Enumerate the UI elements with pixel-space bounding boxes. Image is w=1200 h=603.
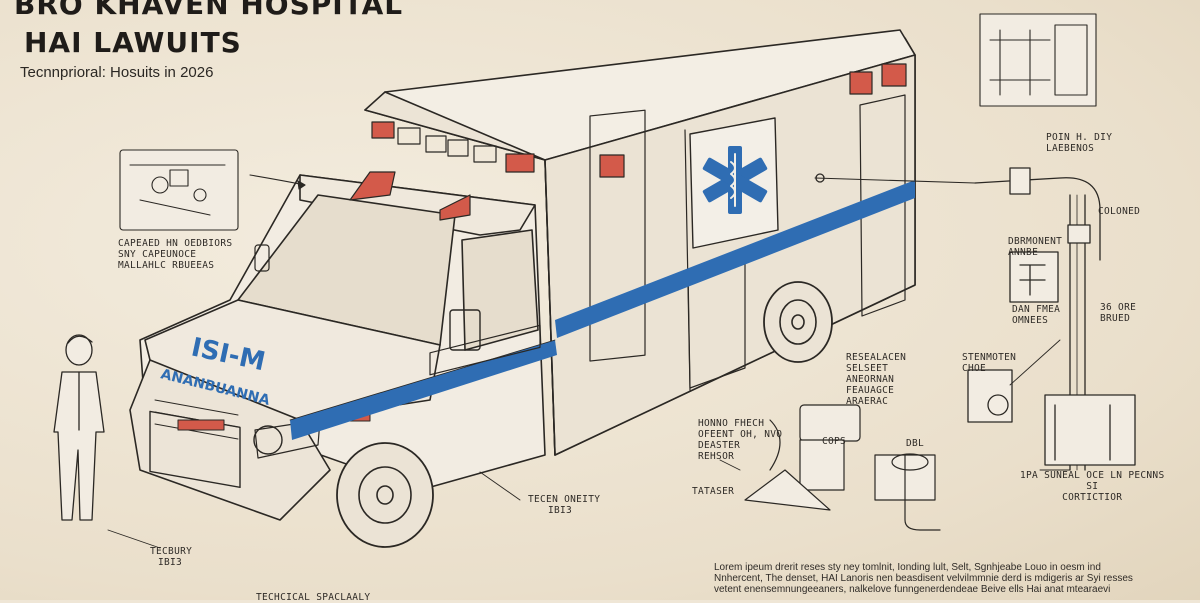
label-techcal-bottom: TECHCICAL SPACLAALY [256,592,371,603]
person-figure [53,334,105,521]
front-wheel [336,442,434,548]
subtitle: Tecnnprioral: Hosuits in 2026 [20,64,214,81]
blue-stripe [290,180,915,440]
pipe-panel [979,13,1097,107]
ambulance-cab [129,171,546,521]
mechanical-details [744,404,941,531]
roof-light-bar [371,63,907,178]
left-detail-schematic [119,149,306,231]
title-line-2: HAI LAWUITS [24,26,242,59]
star-of-life-icon [702,146,768,214]
label-copd: COPS [822,436,847,447]
label-tataser: TATASER [692,486,735,497]
label-right-bottom: 1PA Suneal oce ln PecnnsSICORTICTIOR [1020,470,1165,503]
leader-lines [107,339,1071,549]
rear-wheel [763,281,833,363]
body-paragraph: Lorem ipeum drerit reses sty ney tomlnit… [714,562,1133,595]
label-dbl: DBL [906,438,925,449]
title-line-1: BRO KHAVEN HOSPITAL [14,0,404,21]
label-coloned: COLONED [1098,206,1141,217]
pipe-assembly [814,167,1136,471]
